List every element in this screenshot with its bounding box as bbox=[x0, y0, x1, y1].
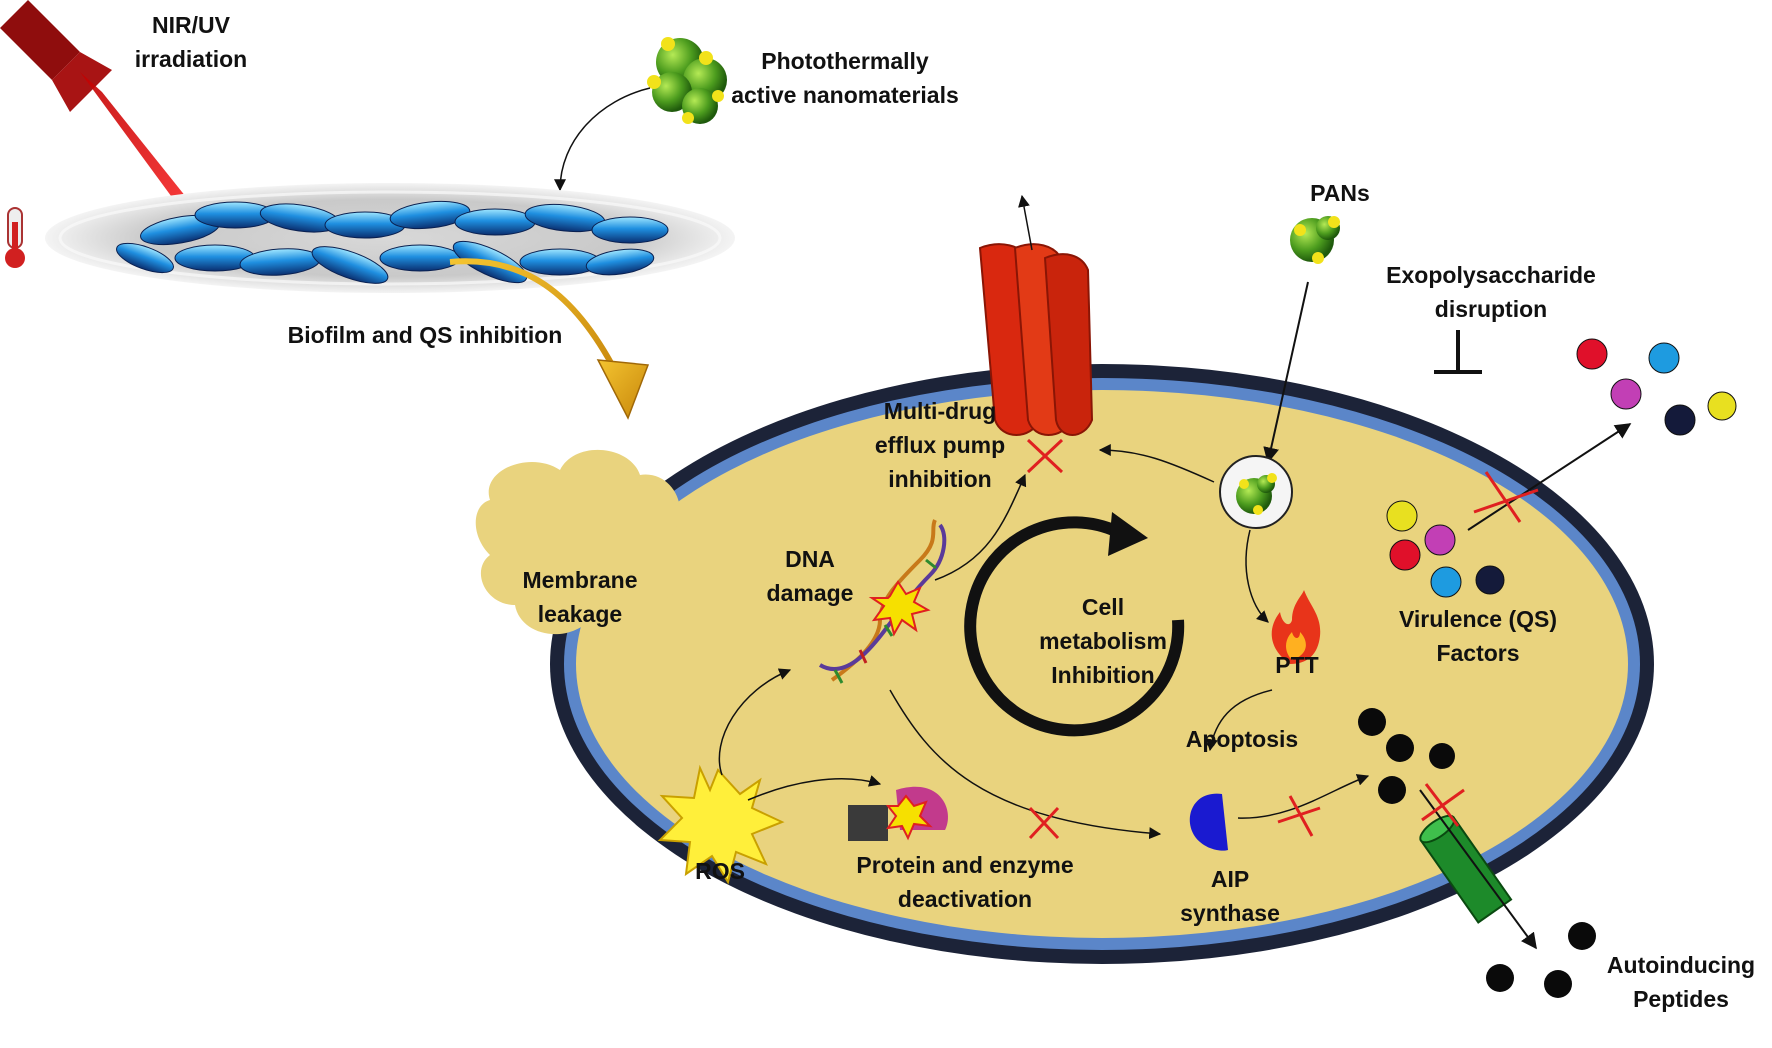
bacterial-cell bbox=[550, 364, 1654, 964]
apoptosis-label: Apoptosis bbox=[1185, 726, 1299, 752]
virulence-export-arrow bbox=[1467, 423, 1632, 531]
aip-path-inhibition-cross bbox=[1028, 806, 1060, 840]
ros-burst-icon bbox=[657, 764, 785, 885]
aip-inhibition-cross bbox=[1277, 795, 1321, 837]
biofilm-label: Biofilm and QS inhibition bbox=[287, 322, 563, 348]
dna-to-efflux-arrow bbox=[934, 473, 1027, 581]
virulence-inhibition-cross bbox=[1473, 471, 1539, 523]
peptides-outside bbox=[1486, 922, 1596, 998]
membrane-leakage-cloud bbox=[475, 449, 690, 635]
laser-beam bbox=[80, 72, 206, 230]
ros-to-dna-arrow bbox=[718, 668, 792, 776]
virulence-factors-inside bbox=[1386, 500, 1505, 598]
virulence-label: Virulence (QS)Factors bbox=[1398, 606, 1558, 666]
aip-to-peptides-arrow bbox=[1237, 774, 1370, 819]
aip-synthase-icon bbox=[1189, 793, 1228, 851]
pans-label: PANs bbox=[1310, 180, 1370, 206]
dna-damage-burst-icon bbox=[868, 580, 931, 637]
virulence-factors-outside bbox=[1576, 338, 1737, 436]
efflux-pump bbox=[978, 243, 1094, 436]
ptt-to-apoptosis-arrow bbox=[1205, 689, 1273, 752]
flame-icon bbox=[1271, 590, 1321, 664]
peptide-export-arrow bbox=[1419, 789, 1537, 950]
endosome-to-ptt-arrow bbox=[1245, 529, 1269, 623]
peptide-channel bbox=[1419, 814, 1513, 924]
nanomaterial-cluster-icon bbox=[647, 37, 727, 124]
peptide-inhibition-cross bbox=[1421, 783, 1465, 827]
protein-enzyme-icon bbox=[848, 786, 948, 841]
endosome-icon bbox=[1219, 455, 1293, 529]
laser-source bbox=[0, 0, 206, 230]
ros-label: ROS bbox=[695, 858, 745, 884]
ros-to-protein-arrow bbox=[747, 775, 882, 801]
ptt-label: PTT bbox=[1275, 652, 1319, 678]
pans-particle-icon bbox=[1290, 216, 1340, 264]
thermometer-icon bbox=[5, 207, 25, 268]
cytoplasm bbox=[576, 390, 1628, 938]
exopolysaccharide-block-icon bbox=[1434, 330, 1482, 374]
efflux-inhibition-cross bbox=[1026, 438, 1064, 474]
nanomaterial-arrow bbox=[554, 87, 651, 192]
pans-entry-arrow bbox=[1263, 281, 1309, 464]
biofilm-bacteria bbox=[116, 200, 669, 284]
peptides-inside bbox=[1358, 708, 1455, 804]
endosome-to-efflux-arrow bbox=[1098, 444, 1215, 483]
metabolism-cycle-arrow bbox=[964, 512, 1185, 737]
efflux-out-arrow bbox=[1018, 194, 1033, 251]
dna-to-aip-arrow bbox=[889, 689, 1162, 840]
biofilm-to-cell-arrow bbox=[449, 258, 650, 420]
biofilm-dish bbox=[45, 183, 735, 293]
